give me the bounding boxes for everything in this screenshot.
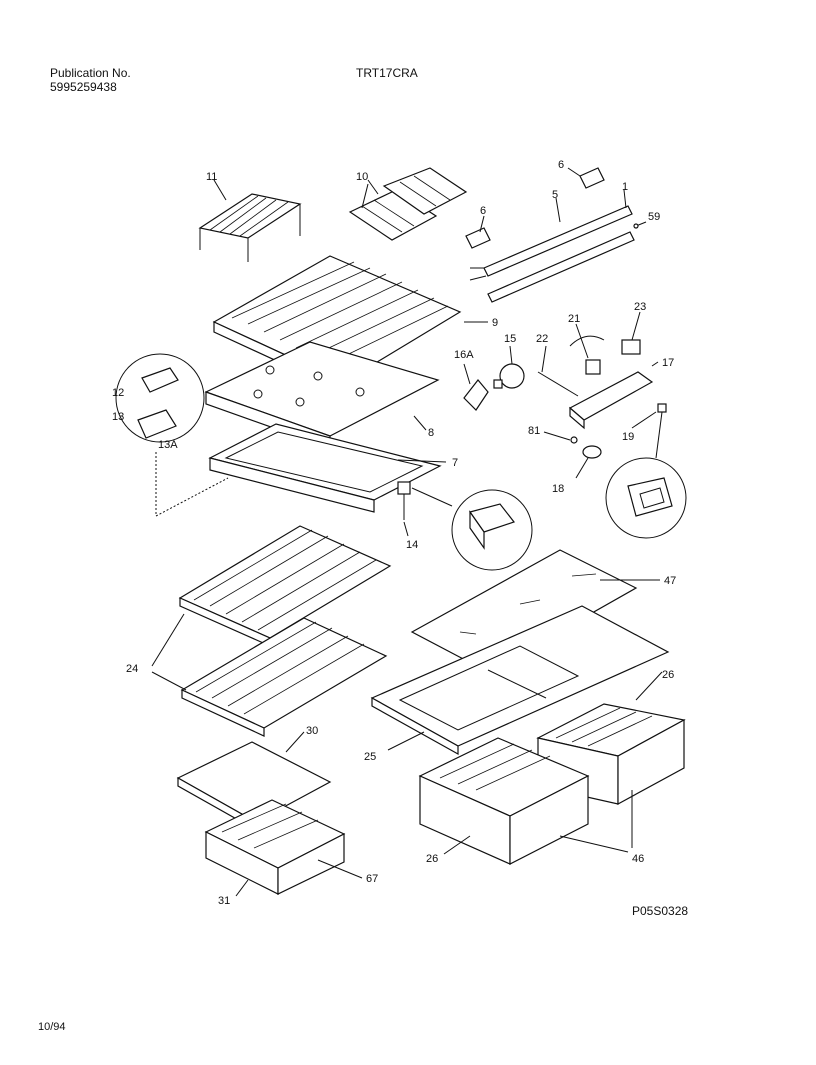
callout-13A: 13A [158, 439, 178, 451]
part-wire-rack-11 [198, 193, 302, 262]
callout-1: 1 [622, 181, 628, 193]
callout-10: 10 [356, 171, 368, 183]
part-light-bulb-15 [493, 363, 525, 389]
part-drawer-26-left [418, 737, 590, 865]
part-divider-7 [208, 423, 442, 513]
callout-26-left: 26 [426, 853, 438, 865]
callout-7: 7 [452, 457, 458, 469]
detail-circle-12-13 [115, 353, 229, 517]
callout-labels: 11 10 6 6 5 1 59 9 15 16A 22 21 23 17 8 … [112, 159, 676, 907]
callout-5: 5 [552, 189, 558, 201]
drawing-code: P05S0328 [632, 904, 689, 918]
callout-31: 31 [218, 895, 230, 907]
callout-12: 12 [112, 387, 124, 399]
leader-lines [151, 167, 663, 897]
part-cabinet-shelf-24-lower [180, 617, 388, 737]
part-knob-23 [621, 339, 641, 355]
part-cabinet-shelf-24-upper [178, 525, 392, 647]
callout-14: 14 [406, 539, 418, 551]
part-control-housing-17 [568, 371, 654, 430]
model-number: TRT17CRA [356, 66, 418, 80]
callout-6-left: 6 [480, 205, 486, 217]
part-damper-14 [397, 481, 533, 571]
part-ice-trays-10 [348, 167, 468, 241]
part-crisper-frame-25 [370, 605, 670, 756]
callout-9: 9 [492, 317, 498, 329]
part-thermostat-21 [569, 335, 605, 375]
callout-67: 67 [366, 873, 378, 885]
callout-26-right: 26 [662, 669, 674, 681]
callout-21: 21 [568, 313, 580, 325]
callout-22: 22 [536, 333, 548, 345]
part-bracket-6-left [465, 227, 491, 249]
publication-block: Publication No. 5995259438 [50, 66, 131, 94]
callout-46: 46 [632, 853, 644, 865]
callout-81: 81 [528, 425, 540, 437]
callout-30: 30 [306, 725, 318, 737]
part-switch-19 [605, 403, 687, 539]
callout-23: 23 [634, 301, 646, 313]
part-rod-22 [537, 371, 579, 397]
part-knob-18 [582, 445, 602, 459]
callout-17: 17 [662, 357, 674, 369]
callout-11: 11 [206, 171, 217, 183]
part-freezer-pan-8 [204, 341, 440, 449]
callout-24: 24 [126, 663, 138, 675]
callout-19: 19 [622, 431, 634, 443]
part-bracket-6-right [579, 167, 605, 189]
callout-25: 25 [364, 751, 376, 763]
callout-59: 59 [648, 211, 660, 223]
callout-18: 18 [552, 483, 564, 495]
callout-16A: 16A [454, 349, 474, 361]
part-drawer-31 [204, 799, 346, 895]
callout-13: 13 [112, 411, 124, 423]
publication-label: Publication No. [50, 66, 131, 80]
part-screw-81 [570, 436, 578, 444]
part-screw-59 [633, 221, 647, 229]
callout-15: 15 [504, 333, 516, 345]
callout-47: 47 [664, 575, 676, 587]
part-front-rail-1-5 [469, 205, 635, 303]
publication-number: 5995259438 [50, 80, 117, 94]
revision-date: 10/94 [38, 1021, 66, 1033]
callout-6-right: 6 [558, 159, 564, 171]
callout-8: 8 [428, 427, 434, 439]
part-light-socket-16A [463, 379, 489, 411]
